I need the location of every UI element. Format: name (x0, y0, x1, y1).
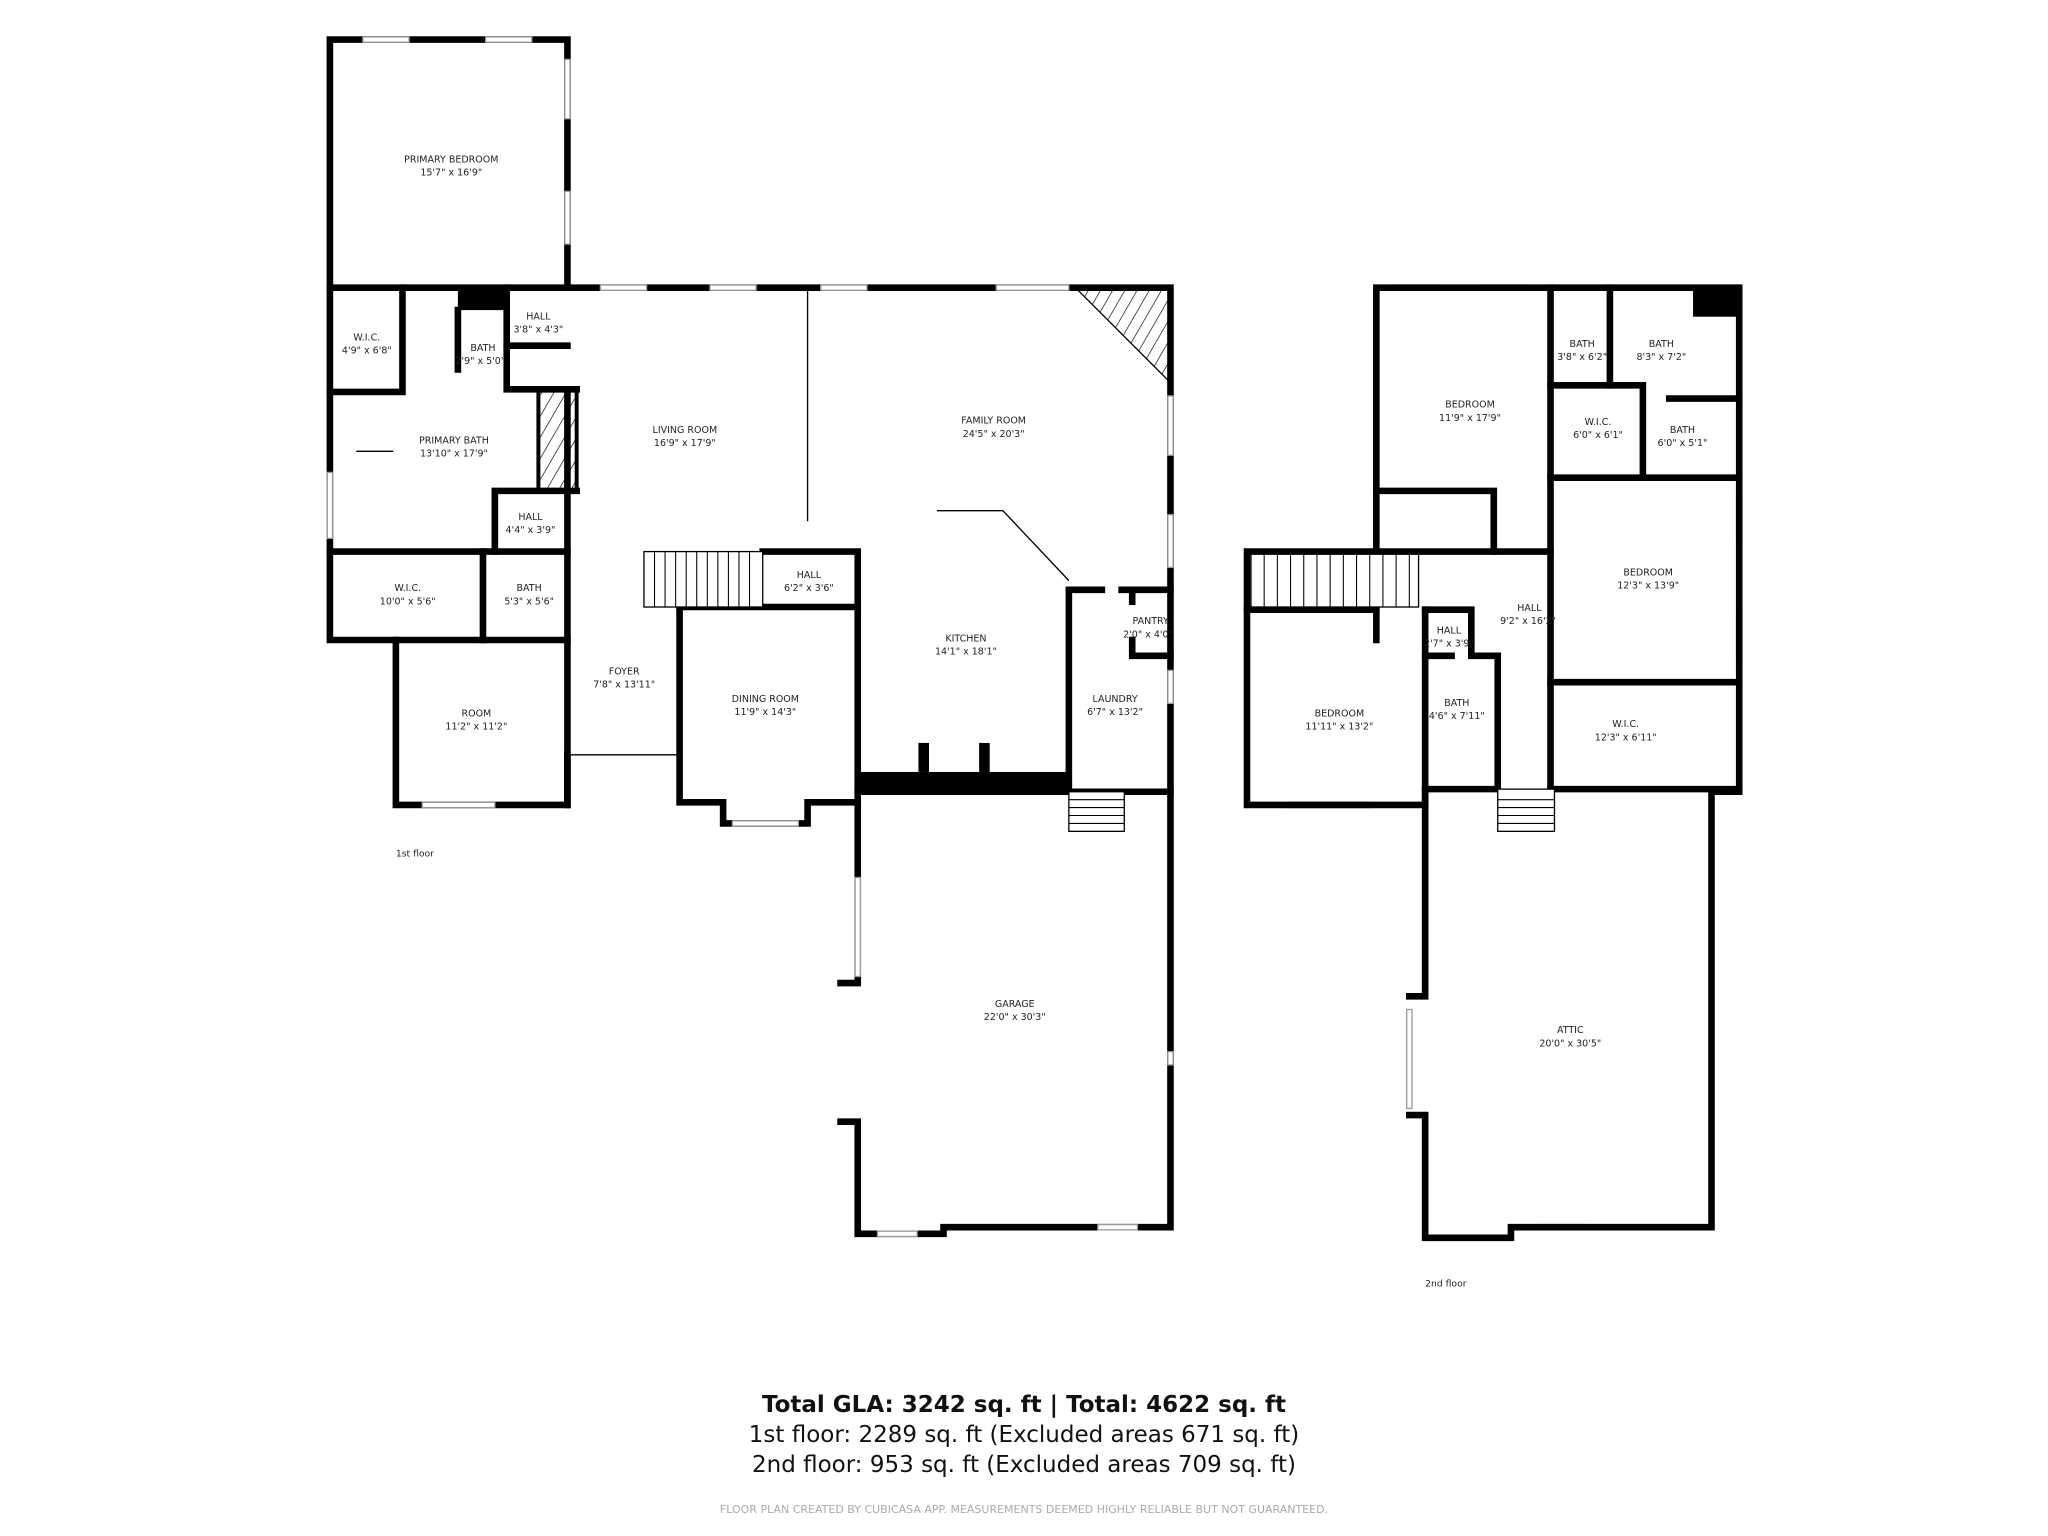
second-floor-walls (1243, 284, 1743, 1242)
room-name: BEDROOM (1315, 709, 1365, 720)
room-dims: 12'3" x 13'9" (1617, 581, 1679, 592)
floor-label: 2nd floor (1425, 1279, 1467, 1290)
room-name: BATH (517, 583, 542, 594)
room-name: BATH (1670, 425, 1695, 436)
room-dims: 12'3" x 6'11" (1595, 732, 1657, 743)
room-dims: 2'9" x 5'0" (455, 356, 505, 367)
room-dims: 6'0" x 6'1" (1573, 430, 1623, 441)
disclaimer: FLOOR PLAN CREATED BY CUBICASA APP. MEAS… (719, 1503, 1329, 1516)
room-dims: 3'8" x 6'2" (1557, 352, 1607, 363)
room-name: BEDROOM (1445, 400, 1495, 411)
room-dims: 4'4" x 3'9" (506, 525, 556, 536)
room-name: HALL (1437, 625, 1462, 636)
room-name: HALL (797, 570, 822, 581)
room-dims: 6'0" x 5'1" (1658, 438, 1708, 449)
room-dims: 2'0" x 4'0" (1123, 629, 1173, 640)
room-dims: 10'0" x 5'6" (380, 596, 436, 607)
room-name: HALL (526, 311, 551, 322)
first-floor-walls (326, 36, 1174, 1238)
room-dims: 11'2" x 11'2" (445, 722, 507, 733)
room-name: FAMILY ROOM (961, 416, 1026, 427)
first-floor-stairs (643, 287, 1172, 832)
room-name: FOYER (609, 666, 640, 677)
room-name: BEDROOM (1623, 567, 1673, 578)
bath-shower-block (457, 287, 507, 311)
room-name: PRIMARY BATH (419, 435, 489, 446)
room-name: ATTIC (1557, 1025, 1584, 1036)
first-floor-area: 1st floor: 2289 sq. ft (Excluded areas 6… (748, 1422, 1300, 1448)
room-name: HALL (518, 512, 543, 523)
room-name: HALL (1517, 603, 1542, 614)
room-dims: 5'3" x 5'6" (504, 596, 554, 607)
room-name: KITCHEN (945, 633, 986, 644)
windows (326, 36, 1743, 1238)
room-dims: 14'1" x 18'1" (935, 647, 997, 658)
room-dims: 24'5" x 20'3" (963, 429, 1025, 440)
room-dims: 2'7" x 3'9" (1424, 639, 1474, 650)
room-dims: 11'11" x 13'2" (1305, 722, 1373, 733)
first-floor-labels: PRIMARY BEDROOM 15'7" x 16'9" W.I.C. 4'9… (342, 154, 1173, 1023)
room-name: PRIMARY BEDROOM (404, 154, 498, 165)
room-name: BATH (1570, 339, 1595, 350)
room-dims: 13'10" x 17'9" (420, 449, 488, 460)
room-name: GARAGE (995, 999, 1035, 1010)
room-name: BATH (1444, 698, 1469, 709)
kitchen-counter-wall (857, 771, 1069, 792)
room-dims: 15'7" x 16'9" (420, 168, 482, 179)
fireplace (536, 387, 579, 493)
room-dims: 9'2" x 16'2" (1500, 616, 1556, 627)
room-name: W.I.C. (1585, 417, 1612, 428)
room-name: LAUNDRY (1092, 694, 1137, 705)
room-dims: 4'6" x 7'11" (1429, 711, 1485, 722)
second-floor-stairs (1250, 553, 1556, 832)
total-area-summary: Total GLA: 3242 sq. ft | Total: 4622 sq.… (761, 1392, 1287, 1418)
room-dims: 4'9" x 6'8" (342, 346, 392, 357)
room-dims: 20'0" x 30'5" (1539, 1038, 1601, 1049)
room-name: W.I.C. (353, 332, 380, 343)
floor-label: 1st floor (396, 848, 434, 859)
room-dims: 6'2" x 3'6" (784, 583, 834, 594)
room-dims: 22'0" x 30'3" (984, 1012, 1046, 1023)
room-name: BATH (1649, 339, 1674, 350)
room-name: ROOM (461, 709, 491, 720)
room-name: LIVING ROOM (653, 425, 718, 436)
room-name: DINING ROOM (732, 694, 799, 705)
room-name: BATH (470, 343, 495, 354)
room-dims: 11'9" x 17'9" (1439, 413, 1501, 424)
room-dims: 3'8" x 4'3" (513, 325, 563, 336)
room-dims: 6'7" x 13'2" (1087, 707, 1143, 718)
room-name: W.I.C. (1612, 719, 1639, 730)
second-floor-labels: BEDROOM 11'9" x 17'9" BATH 3'8" x 6'2" B… (1305, 339, 1707, 1290)
room-name: PANTRY (1133, 616, 1170, 627)
room-dims: 7'8" x 13'11" (593, 680, 655, 691)
room-dims: 8'3" x 7'2" (1636, 352, 1686, 363)
second-floor-area: 2nd floor: 953 sq. ft (Excluded areas 70… (752, 1452, 1296, 1478)
room-dims: 16'9" x 17'9" (654, 438, 716, 449)
room-dims: 11'9" x 14'3" (734, 707, 796, 718)
room-name: W.I.C. (394, 583, 421, 594)
